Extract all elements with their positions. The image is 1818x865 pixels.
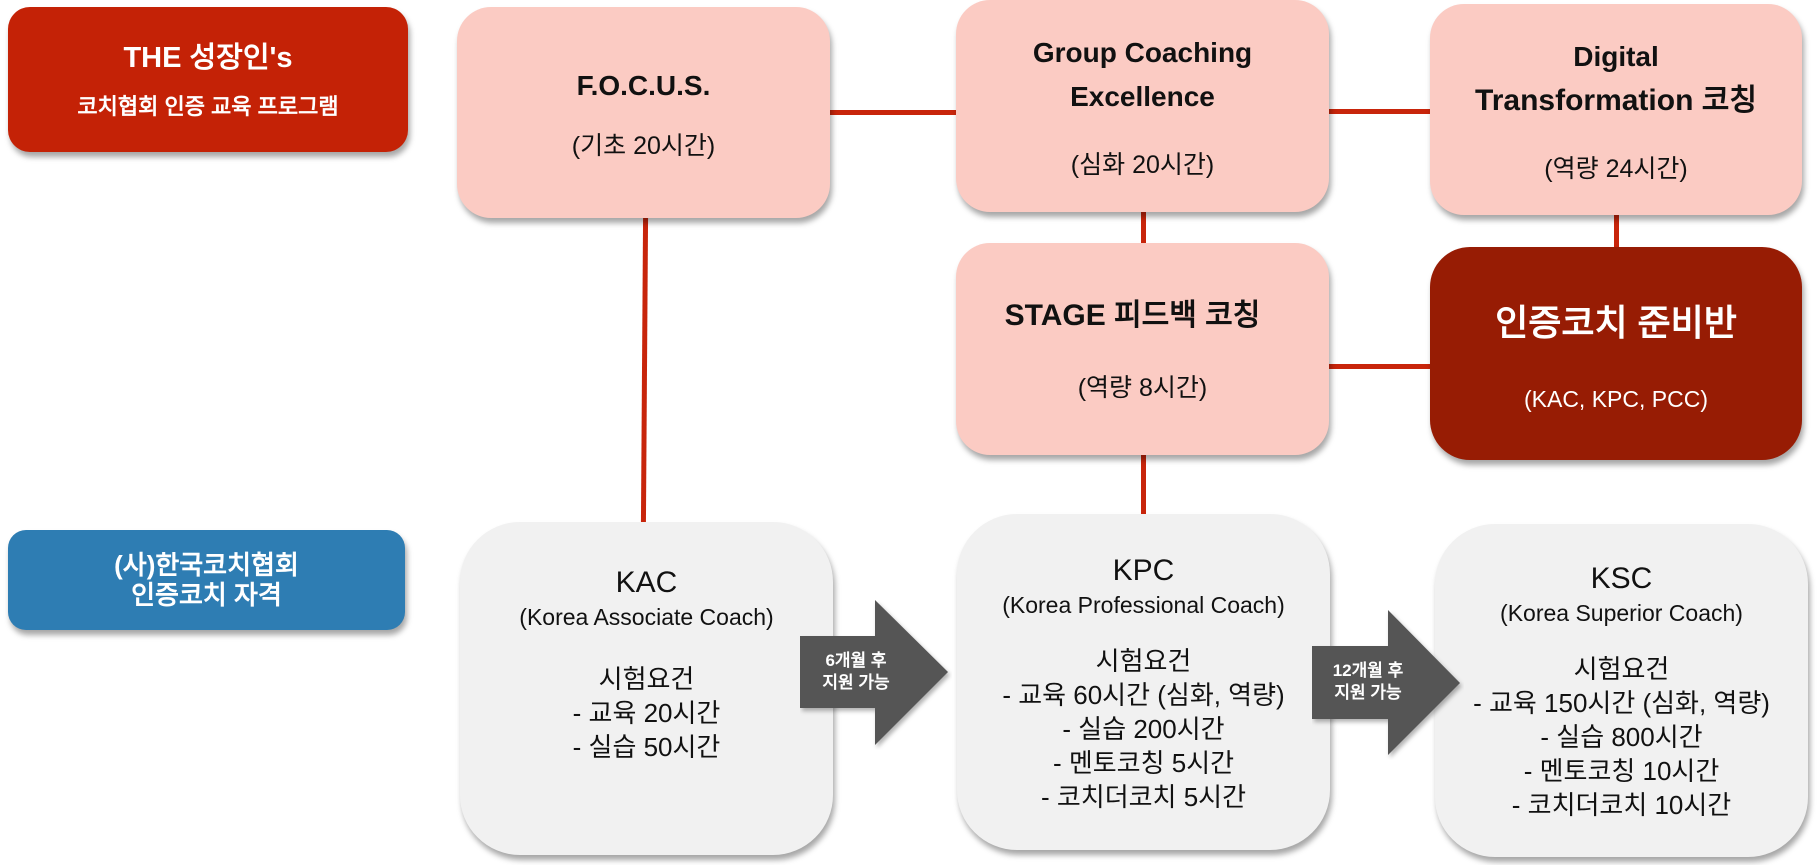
course-name: STAGE 피드백 코칭 xyxy=(1004,299,1261,332)
transition-line1: 6개월 후 xyxy=(825,651,887,670)
course-hours: (기초 20시간) xyxy=(571,131,716,160)
transition-line1: 12개월 후 xyxy=(1332,661,1404,680)
cert-code: KAC xyxy=(615,566,678,599)
cert-requirements: 시험요건 - 교육 20시간 - 실습 50시간 xyxy=(573,662,721,764)
cert-req-item: - 교육 150시간 (심화, 역량) xyxy=(1473,688,1770,718)
cert-req-item: - 교육 20시간 xyxy=(572,698,721,728)
course-hours: (심화 20시간) xyxy=(1070,151,1215,179)
arrow-right-icon xyxy=(1312,610,1460,755)
program-label: THE 성장인's 코치협회 인증 교육 프로그램 xyxy=(8,7,408,152)
cert-full-name: (Korea Superior Coach) xyxy=(1500,600,1743,626)
cert-req-item: - 실습 50시간 xyxy=(572,732,721,762)
cert-req-item: - 멘토코칭 10시간 xyxy=(1523,756,1720,786)
cert-req-item: - 실습 800시간 xyxy=(1540,722,1703,752)
program-title: THE 성장인's xyxy=(123,41,293,74)
course-hours: (역량 24시간) xyxy=(1544,154,1688,183)
course-name: F.O.C.U.S. xyxy=(576,69,711,101)
course-name-line1: Digital xyxy=(1573,40,1659,72)
connector-stage-prep xyxy=(1329,364,1430,369)
cert-req-item: - 실습 200시간 xyxy=(1062,714,1225,744)
arrow-kpc-to-ksc: 12개월 후 지원 가능 xyxy=(1312,610,1462,756)
transition-line2: 지원 가능 xyxy=(1334,683,1402,702)
cert-req-title: 시험요건 xyxy=(598,664,695,694)
course-group-coaching[interactable]: Group Coaching Excellence (심화 20시간) xyxy=(956,0,1329,212)
transition-label: 12개월 후 지원 가능 xyxy=(1312,660,1424,704)
association-line1: (사)한국코치협회 xyxy=(114,550,299,580)
arrow-right-icon xyxy=(800,600,948,745)
cert-req-title: 시험요건 xyxy=(1573,654,1670,684)
cert-req-item: - 코치더코치 5시간 xyxy=(1040,782,1246,812)
cert-req-item: - 멘토코칭 5시간 xyxy=(1052,748,1235,778)
transition-label: 6개월 후 지원 가능 xyxy=(800,650,912,694)
course-name-line1: Group Coaching xyxy=(1032,37,1253,68)
association-line2: 인증코치 자격 xyxy=(131,580,282,610)
cert-req-item: - 코치더코치 10시간 xyxy=(1511,790,1732,820)
cert-req-title: 시험요건 xyxy=(1095,646,1192,676)
connector-digital-prep xyxy=(1614,213,1619,249)
course-name-line2: Excellence xyxy=(1070,81,1215,112)
prep-course-name: 인증코치 준비반 xyxy=(1495,302,1737,343)
course-digital-transformation[interactable]: Digital Transformation 코칭 (역량 24시간) xyxy=(1430,4,1802,215)
connector-stage-kpc xyxy=(1141,453,1146,516)
course-focus[interactable]: F.O.C.U.S. (기초 20시간) xyxy=(457,7,830,218)
prep-course[interactable]: 인증코치 준비반 (KAC, KPC, PCC) xyxy=(1430,247,1802,460)
connector-group-stage xyxy=(1141,210,1146,245)
cert-requirements: 시험요건 - 교육 150시간 (심화, 역량) - 실습 800시간 - 멘토… xyxy=(1473,652,1770,822)
arrow-kac-to-kpc: 6개월 후 지원 가능 xyxy=(800,600,950,746)
course-hours: (역량 8시간) xyxy=(1077,374,1208,402)
cert-req-item: - 교육 60시간 (심화, 역량) xyxy=(1002,680,1285,710)
prep-course-levels: (KAC, KPC, PCC) xyxy=(1523,386,1709,412)
cert-kac[interactable]: KAC (Korea Associate Coach) 시험요건 - 교육 20… xyxy=(460,522,833,855)
cert-code: KSC xyxy=(1590,562,1653,595)
cert-code: KPC xyxy=(1112,554,1175,587)
course-stage-feedback[interactable]: STAGE 피드백 코칭 (역량 8시간) xyxy=(956,243,1329,455)
transition-line2: 지원 가능 xyxy=(822,673,890,692)
program-subtitle: 코치협회 인증 교육 프로그램 xyxy=(77,93,339,119)
association-label: (사)한국코치협회 인증코치 자격 xyxy=(8,530,405,630)
cert-full-name: (Korea Professional Coach) xyxy=(1002,592,1285,618)
cert-requirements: 시험요건 - 교육 60시간 (심화, 역량) - 실습 200시간 - 멘토코… xyxy=(1002,644,1284,814)
cert-kpc[interactable]: KPC (Korea Professional Coach) 시험요건 - 교육… xyxy=(957,514,1330,850)
connector-focus-group xyxy=(830,110,956,115)
course-name-line2: Transformation 코칭 xyxy=(1475,83,1757,117)
cert-ksc[interactable]: KSC (Korea Superior Coach) 시험요건 - 교육 150… xyxy=(1435,524,1808,857)
cert-full-name: (Korea Associate Coach) xyxy=(519,604,774,630)
connector-group-digital xyxy=(1329,109,1430,114)
connector-focus-kac xyxy=(640,216,649,524)
